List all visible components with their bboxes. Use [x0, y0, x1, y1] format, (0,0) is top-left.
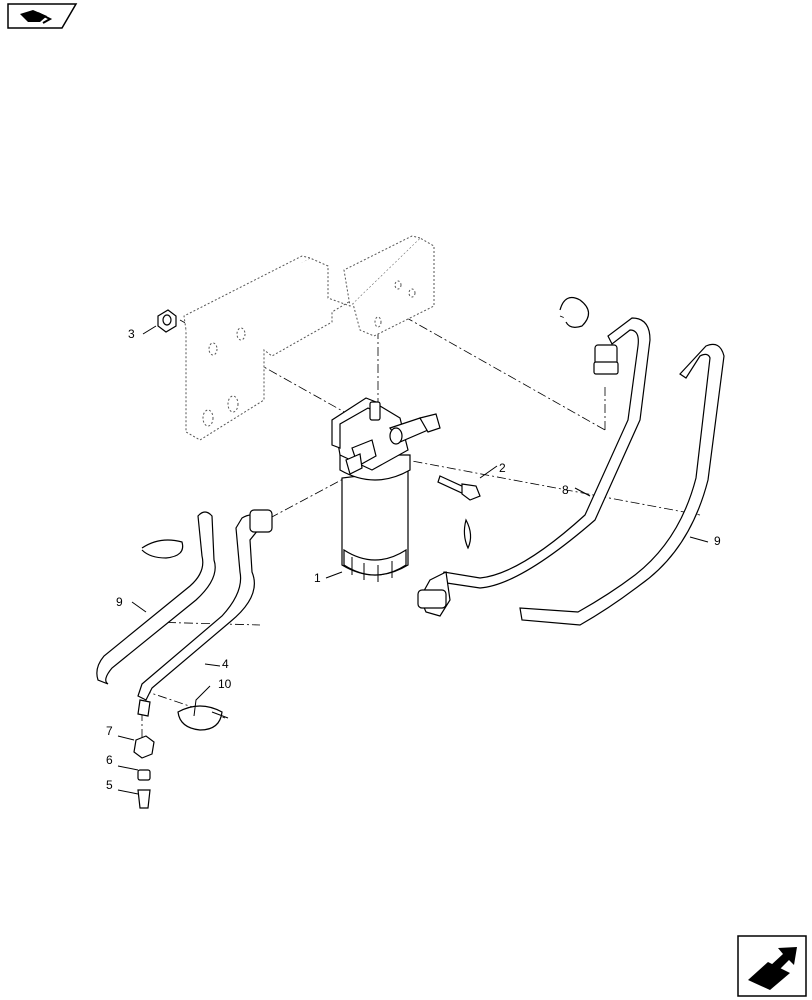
hose-part-4 [137, 509, 273, 717]
hose-part-9-left [96, 511, 216, 685]
callout-9b: 9 [714, 534, 721, 548]
callout-5: 5 [106, 778, 113, 792]
fuel-hose-part-8 [417, 317, 651, 617]
callout-3: 3 [128, 327, 135, 341]
mounting-bracket [183, 235, 435, 441]
callout-1: 1 [314, 571, 321, 585]
previous-page-icon[interactable] [7, 3, 78, 29]
callout-labels: 3 1 2 8 9 9 4 10 7 6 5 [106, 327, 721, 792]
fuel-filter-part-1 [331, 397, 441, 582]
clamp-left [141, 539, 184, 559]
leader-lines [117, 325, 709, 795]
callout-8: 8 [562, 483, 569, 497]
callout-7: 7 [106, 724, 113, 738]
callout-10: 10 [218, 677, 232, 691]
bolt-part-2 [437, 475, 481, 501]
clamp-part-10 [177, 705, 229, 731]
callout-4: 4 [222, 657, 229, 671]
nut-part-7 [133, 735, 155, 759]
fitting-part-6 [137, 769, 151, 781]
hose-part-9-right [519, 343, 725, 626]
callout-9a: 9 [116, 595, 123, 609]
clamp-top-right [559, 297, 590, 328]
nut-part-3 [157, 309, 177, 333]
callout-6: 6 [106, 753, 113, 767]
callout-2: 2 [499, 461, 506, 475]
fitting-part-5 [137, 789, 151, 809]
next-page-icon[interactable] [737, 935, 807, 997]
